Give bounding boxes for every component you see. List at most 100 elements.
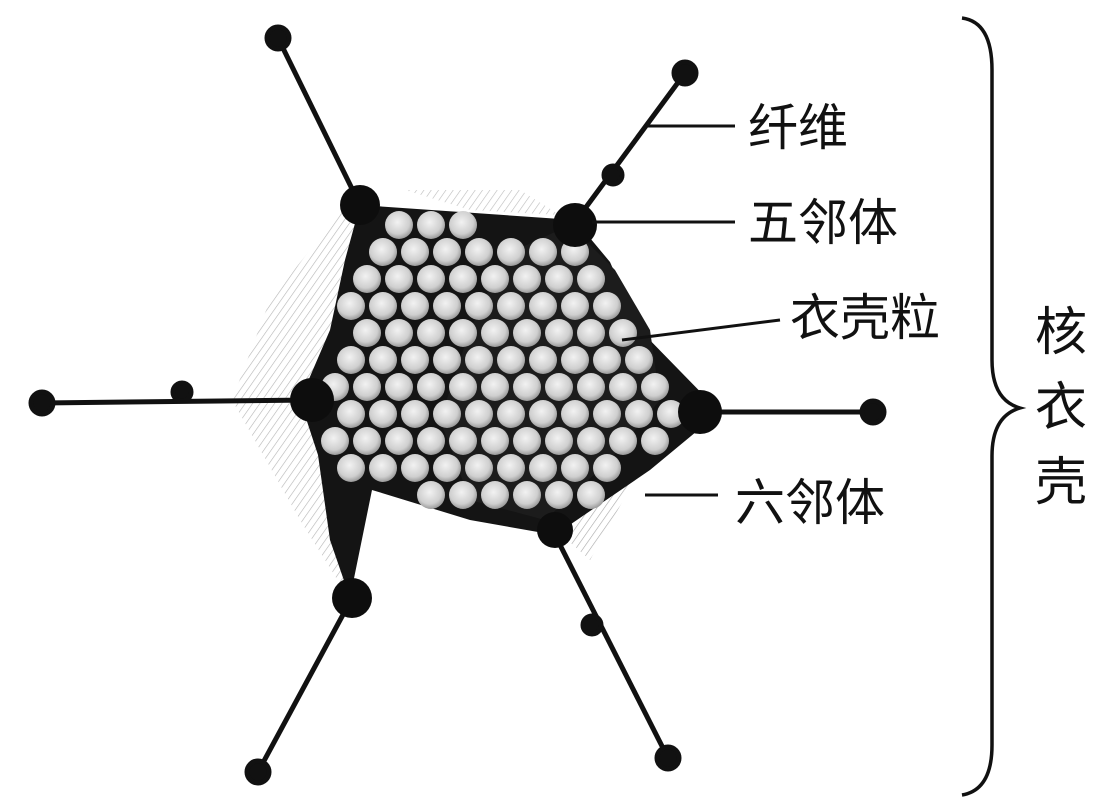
capsomere	[497, 238, 525, 266]
capsomere	[497, 346, 525, 374]
capsomere	[561, 346, 589, 374]
capsomere	[433, 292, 461, 320]
fiber-knob	[247, 761, 269, 783]
capsomere	[433, 238, 461, 266]
capsomere	[545, 427, 573, 455]
capsomere	[497, 400, 525, 428]
capsomere	[481, 427, 509, 455]
capsomere	[433, 454, 461, 482]
capsomere	[481, 481, 509, 509]
capsomere	[337, 400, 365, 428]
fiber-shaft	[278, 38, 360, 205]
fiber-knob	[267, 27, 289, 49]
capsomere	[513, 481, 541, 509]
fiber-shaft	[578, 73, 685, 218]
capsomere	[513, 427, 541, 455]
capsomere	[497, 454, 525, 482]
capsomere	[481, 319, 509, 347]
capsomere	[369, 400, 397, 428]
nucleocapsid-label-char-2: 衣	[1035, 378, 1087, 438]
capsomere	[561, 400, 589, 428]
capsomere	[609, 427, 637, 455]
penton-label: 五邻体	[748, 194, 898, 252]
capsomere	[401, 292, 429, 320]
capsomere	[353, 319, 381, 347]
capsomere	[449, 265, 477, 293]
capsomere	[353, 427, 381, 455]
capsomere	[561, 454, 589, 482]
capsomere	[513, 265, 541, 293]
capsomere	[545, 319, 573, 347]
nucleocapsid-label-char-1: 核	[1035, 303, 1087, 363]
capsomere	[577, 481, 605, 509]
capsomere	[465, 292, 493, 320]
capsomere	[497, 292, 525, 320]
capsomere	[353, 373, 381, 401]
capsomere	[593, 292, 621, 320]
capsomere	[385, 319, 413, 347]
capsomere	[545, 373, 573, 401]
nucleocapsid-brace	[962, 18, 1020, 795]
capsomere	[513, 373, 541, 401]
capsomere	[465, 454, 493, 482]
capsomere	[369, 454, 397, 482]
fiber-shaft	[555, 535, 668, 758]
capsomere	[417, 319, 445, 347]
capsomere	[577, 319, 605, 347]
capsomere	[433, 346, 461, 374]
fiber-shaft	[258, 598, 352, 772]
capsomere	[641, 373, 669, 401]
capsomere	[561, 292, 589, 320]
capsomere	[625, 346, 653, 374]
capsomere	[401, 454, 429, 482]
capsomere	[417, 265, 445, 293]
fiber-knob	[862, 401, 884, 423]
fiber-knob	[674, 62, 696, 84]
capsomere	[449, 481, 477, 509]
capsomere	[641, 427, 669, 455]
capsomere	[385, 265, 413, 293]
fiber-knob	[657, 747, 679, 769]
capsomere	[417, 427, 445, 455]
capsomere	[529, 292, 557, 320]
capsomere	[401, 346, 429, 374]
capsomere	[385, 211, 413, 239]
capsomere	[449, 427, 477, 455]
capsomere	[449, 211, 477, 239]
capsomere	[465, 346, 493, 374]
capsomere	[465, 400, 493, 428]
capsomere	[545, 265, 573, 293]
fiber-knob	[173, 383, 191, 401]
hexon-label: 六邻体	[735, 474, 885, 532]
capsomere	[465, 238, 493, 266]
capsomere	[577, 265, 605, 293]
capsomere	[449, 319, 477, 347]
capsomere	[401, 400, 429, 428]
nucleocapsid-label-char-3: 壳	[1035, 453, 1087, 513]
capsomere	[481, 265, 509, 293]
fiber-label: 纤维	[748, 99, 848, 157]
capsomere	[433, 400, 461, 428]
capsomere	[577, 373, 605, 401]
fiber-knob	[583, 616, 601, 634]
penton-vertex	[678, 390, 722, 434]
capsomere	[337, 346, 365, 374]
capsomere	[529, 238, 557, 266]
capsomere	[385, 373, 413, 401]
capsomere	[609, 373, 637, 401]
capsomere	[337, 292, 365, 320]
capsomere	[417, 481, 445, 509]
capsomere	[529, 400, 557, 428]
capsomere	[417, 211, 445, 239]
penton-vertex	[290, 378, 334, 422]
capsomere	[593, 346, 621, 374]
penton-vertex	[553, 203, 597, 247]
fiber-knob	[604, 166, 622, 184]
capsomere	[401, 238, 429, 266]
fiber-knob	[31, 392, 53, 414]
capsomere	[609, 319, 637, 347]
capsomere	[529, 454, 557, 482]
capsomere-label: 衣壳粒	[790, 289, 940, 347]
capsomere	[593, 400, 621, 428]
